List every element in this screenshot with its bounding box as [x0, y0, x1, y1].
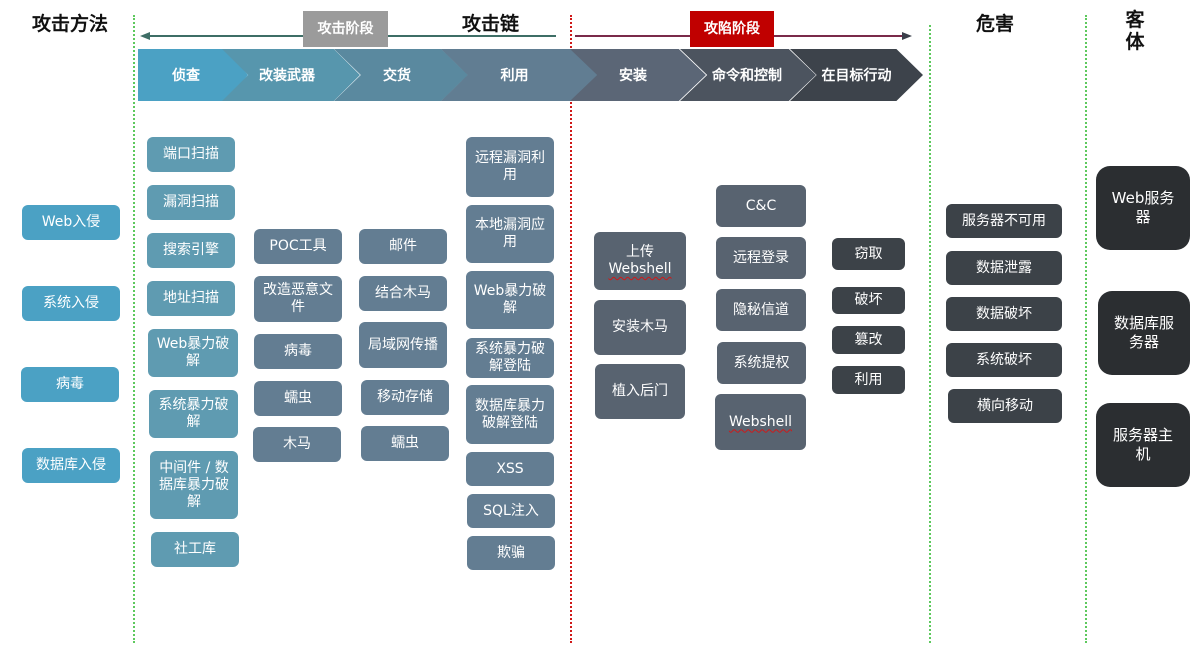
method-web-intrusion: Web入侵 — [22, 205, 120, 240]
compromise-phase-tag: 攻陷阶段 — [690, 11, 774, 47]
delivery-bundled-trojan: 结合木马 — [359, 276, 447, 311]
c2-cnc: C&C — [716, 185, 806, 227]
chain-step-delivery: 交货 — [334, 49, 468, 101]
separator-harm — [929, 25, 931, 643]
delivery-worm: 蠕虫 — [361, 426, 449, 461]
c2-privilege-escalation: 系统提权 — [717, 342, 806, 384]
weaponize-poc-tool: POC工具 — [254, 229, 342, 264]
attack-phase-tag: 攻击阶段 — [303, 11, 388, 47]
method-virus: 病毒 — [21, 367, 119, 402]
install-trojan: 安装木马 — [594, 300, 686, 355]
separator-methods — [133, 15, 135, 643]
target-server-host: 服务器主机 — [1096, 403, 1190, 487]
weaponize-virus: 病毒 — [254, 334, 342, 369]
c2-covert-channel: 隐秘信道 — [716, 289, 806, 331]
recon-vuln-scan: 漏洞扫描 — [147, 185, 235, 220]
target-database-server: 数据库服务器 — [1098, 291, 1190, 375]
install-backdoor: 植入后门 — [595, 364, 685, 419]
delivery-email: 邮件 — [359, 229, 447, 264]
recon-address-scan: 地址扫描 — [147, 281, 235, 316]
header-attack-chain: 攻击链 — [461, 13, 519, 35]
attack-phase-arrowhead — [140, 32, 150, 40]
harm-data-leak: 数据泄露 — [946, 251, 1062, 285]
header-harm: 危害 — [975, 13, 1014, 35]
action-steal: 窃取 — [832, 238, 905, 270]
separator-target — [1085, 15, 1087, 643]
target-web-server: Web服务器 — [1096, 166, 1190, 250]
exploit-local-vuln: 本地漏洞应用 — [466, 205, 554, 263]
method-system-intrusion: 系统入侵 — [22, 286, 120, 321]
header-target: 客体 — [1125, 9, 1145, 53]
delivery-removable-storage: 移动存储 — [361, 380, 449, 415]
harm-server-unavailable: 服务器不可用 — [946, 204, 1062, 238]
recon-social-db: 社工库 — [151, 532, 239, 567]
c2-webshell: Webshell — [715, 394, 806, 450]
harm-system-destruction: 系统破坏 — [946, 343, 1062, 377]
exploit-remote-vuln: 远程漏洞利用 — [466, 137, 554, 197]
compromise-phase-arrowhead — [902, 32, 912, 40]
recon-system-bruteforce: 系统暴力破解 — [149, 390, 238, 438]
method-database-intrusion: 数据库入侵 — [22, 448, 120, 483]
header-attack-methods: 攻击方法 — [31, 13, 108, 35]
exploit-xss: XSS — [466, 452, 554, 486]
weaponize-worm: 蠕虫 — [254, 381, 342, 416]
recon-web-bruteforce: Web暴力破解 — [148, 329, 238, 377]
exploit-sql-injection: SQL注入 — [467, 494, 555, 528]
exploit-system-bruteforce-login: 系统暴力破解登陆 — [466, 338, 554, 378]
chain-step-recon: 侦查 — [138, 49, 248, 101]
recon-middleware-bruteforce: 中间件 / 数据库暴力破解 — [150, 451, 238, 519]
exploit-spoofing: 欺骗 — [467, 536, 555, 570]
action-abuse: 利用 — [832, 366, 905, 394]
c2-remote-login: 远程登录 — [716, 237, 806, 279]
exploit-db-bruteforce-login: 数据库暴力破解登陆 — [466, 385, 554, 444]
weaponize-modified-malware: 改造恶意文件 — [254, 276, 342, 322]
chain-step-install: 安装 — [570, 49, 706, 101]
exploit-web-bruteforce: Web暴力破解 — [466, 271, 554, 329]
action-tamper: 篡改 — [832, 326, 905, 354]
delivery-lan-spread: 局域网传播 — [359, 322, 447, 368]
weaponize-trojan: 木马 — [253, 427, 341, 462]
separator-phases — [570, 15, 572, 643]
action-destroy: 破坏 — [832, 287, 905, 314]
harm-data-destruction: 数据破坏 — [946, 297, 1062, 331]
recon-port-scan: 端口扫描 — [147, 137, 235, 172]
harm-lateral-movement: 横向移动 — [948, 389, 1062, 423]
recon-search-engine: 搜索引擎 — [147, 233, 235, 268]
